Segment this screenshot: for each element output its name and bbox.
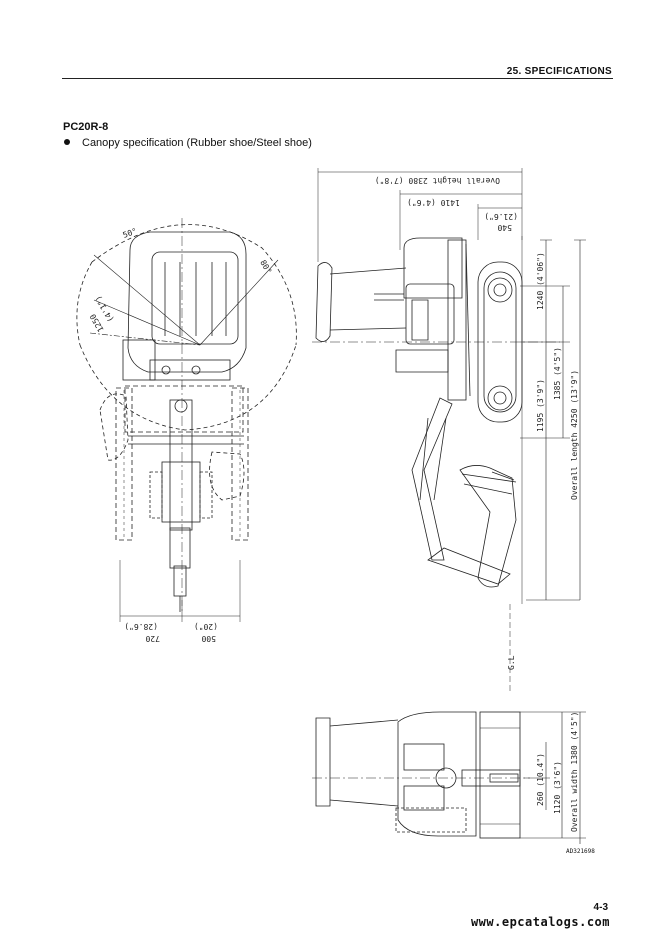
dim-1120-label: 1120 (3'6") [553,761,562,814]
dim-500-label: 500 [201,634,216,643]
dim-540-label: 540 [497,223,512,232]
figure-code: AD321698 [566,848,595,855]
header-rule [62,78,613,79]
overall-height-label: Overall height 2380 (7'8") [375,176,500,185]
dim-1240-label: 1240 (4'06") [536,252,545,310]
dim-720-ft-label: (28.6") [124,622,158,631]
overall-width-label: Overall width 1380 (4'5") [570,712,579,832]
ground-line-label: G.L [507,655,516,670]
page-number: 4-3 [593,902,608,913]
model-name: PC20R-8 [63,121,109,133]
overall-length-label: Overall length 4250 (13'9") [570,370,579,500]
dim-260-label: 260 (10.4") [536,753,545,806]
dim-1385-label: 1385 (4'5") [553,347,562,400]
angle-80-label: 80° [258,259,273,276]
side-view [312,168,586,604]
dim-500-ft-label: (20") [194,622,218,631]
spec-bullet: Canopy specification (Rubber shoe/Steel … [64,137,312,149]
section-title: 25. SPECIFICATIONS [506,66,612,77]
front-view [76,218,297,622]
dim-540-ft-label: (21.6") [484,212,518,221]
bullet-icon [64,139,70,146]
top-view [312,604,586,844]
dim-1195-label: 1195 (3'9") [536,379,545,432]
spec-bullet-text: Canopy specification (Rubber shoe/Steel … [82,137,312,149]
dim-720-label: 720 [145,634,160,643]
dim-1410-label: 1410 (4'6") [407,198,460,207]
website-watermark[interactable]: www.epcatalogs.com [470,915,610,929]
